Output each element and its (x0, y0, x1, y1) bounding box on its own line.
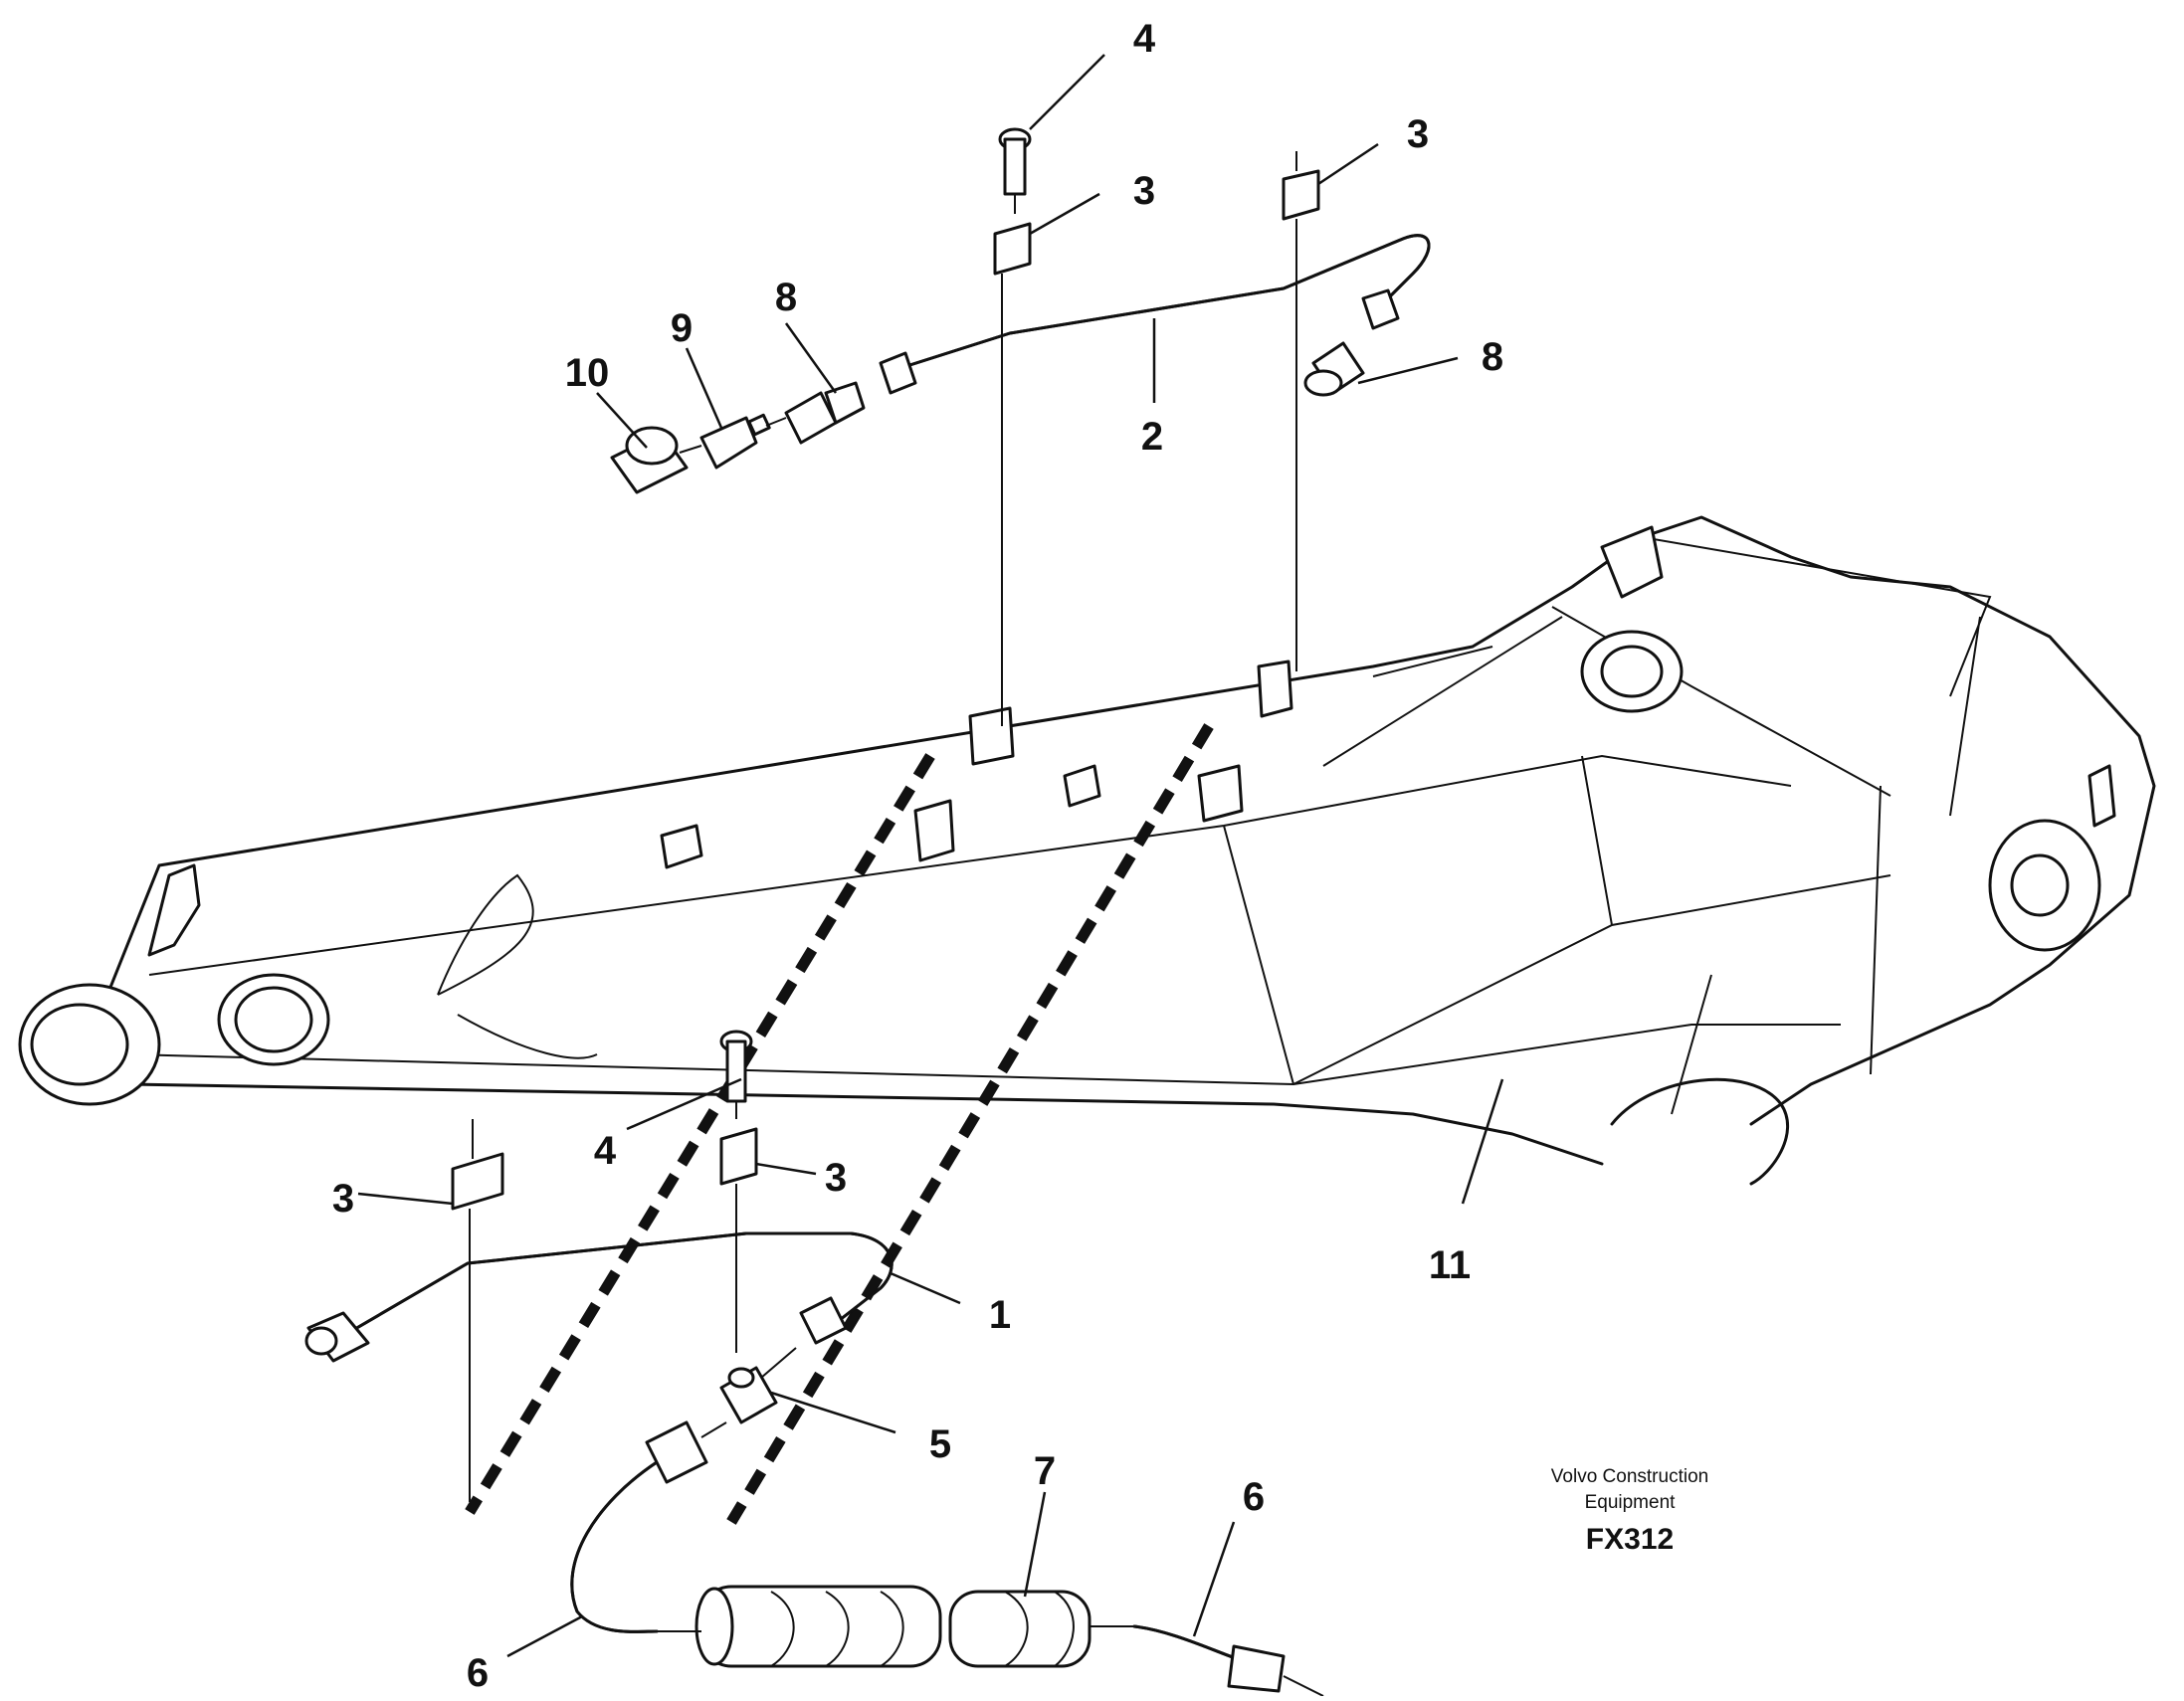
pipe-lower (304, 1231, 893, 1363)
dashed-projection-lines (465, 723, 1214, 1525)
callout-10: 10 (565, 351, 610, 395)
fitting-group-top-left (610, 381, 866, 494)
callout-3-middle: 3 (825, 1156, 847, 1200)
adapter-5 (719, 1347, 797, 1424)
drawing-code: FX312 (1586, 1523, 1674, 1556)
hose-6 (570, 1420, 1324, 1697)
spiral-guard-7 (657, 1585, 1134, 1668)
callout-6-left: 6 (467, 1651, 489, 1695)
clamp-lower-middle (719, 1127, 758, 1353)
bolt-top (998, 127, 1032, 214)
callout-2: 2 (1141, 415, 1163, 459)
clamp-top-right (1282, 151, 1320, 671)
brand-line-1: Volvo Construction (1551, 1466, 1708, 1487)
clamp-top-middle (993, 222, 1032, 726)
callout-9: 9 (671, 306, 693, 350)
boom-foot-boss (1580, 525, 2116, 952)
callout-3-top-a: 3 (1133, 169, 1155, 213)
bolt-middle (719, 1030, 753, 1119)
boom-arm (98, 515, 2156, 1186)
boom-mounting-blocks (660, 660, 1293, 869)
callout-3-left: 3 (332, 1177, 354, 1221)
clamp-lower-left (451, 1119, 504, 1502)
drawing-title-block: Volvo Construction Equipment FX312 (1551, 1466, 1708, 1556)
callout-6-right: 6 (1243, 1475, 1265, 1519)
callout-5: 5 (929, 1422, 951, 1466)
callout-3-top-b: 3 (1407, 112, 1429, 156)
callout-7: 7 (1034, 1449, 1056, 1493)
callout-8-left: 8 (775, 276, 797, 319)
callout-4-top: 4 (1133, 17, 1156, 61)
callout-labels: 4 3 3 8 9 10 2 8 11 4 3 3 1 5 7 6 6 (332, 17, 1503, 1695)
pipe-upper (879, 234, 1431, 395)
callout-11: 11 (1429, 1243, 1471, 1287)
callout-4-middle: 4 (594, 1129, 617, 1173)
callout-8-right: 8 (1482, 335, 1503, 379)
callout-1: 1 (989, 1293, 1011, 1337)
leader-lines (357, 54, 1504, 1658)
brand-line-2: Equipment (1585, 1492, 1677, 1513)
fitting-right-8 (1303, 341, 1365, 397)
boom-tip-boss (18, 863, 330, 1106)
